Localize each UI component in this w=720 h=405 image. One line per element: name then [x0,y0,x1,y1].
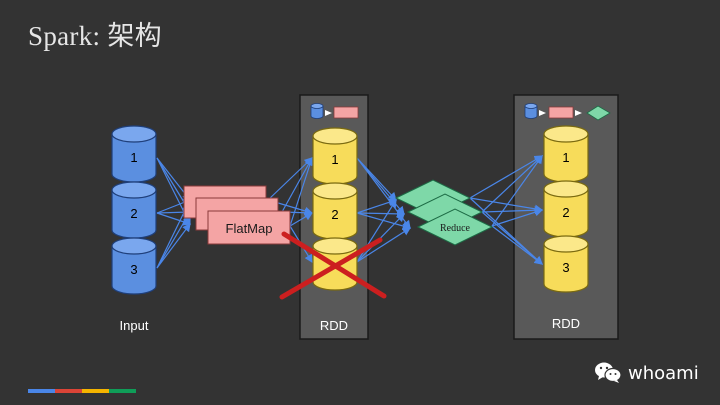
flatmap-label: FlatMap [226,221,273,236]
input-label: Input [120,318,149,333]
rdd2-cylinder-1-label: 1 [562,150,569,165]
rdd1-cylinder-2-label: 2 [331,207,338,222]
slide-title: Spark: 架构 [28,21,162,51]
input-cylinder-2-label: 2 [130,206,137,221]
rdd2-cylinder-3: 3 [543,235,589,293]
rdd2-cylinder-1: 1 [543,125,589,183]
arrows-rdd1-to-reduce [356,157,412,263]
watermark-text: whoami [628,362,699,384]
input-cylinder-3-label: 3 [130,262,137,277]
arrows-reduce-to-rdd2 [469,155,544,265]
brand-color-bar [28,389,136,393]
rdd1-cylinder-2: 2 [312,182,358,240]
rdd1-label: RDD [320,318,348,333]
rdd2-cylinder-3-label: 3 [562,260,569,275]
reduce-stack: Reduce [394,179,494,246]
watermark: whoami [594,361,699,385]
input-cylinder-2: 2 [111,181,157,239]
lost-partition-cross [279,231,387,300]
wechat-icon [595,362,622,383]
rdd2-header-icon [524,103,611,121]
flatmap-stack: FlatMap [183,185,291,245]
reduce-label: Reduce [440,223,471,234]
rdd2-cylinder-2: 2 [543,180,589,238]
input-cylinder-1-label: 1 [130,150,137,165]
rdd1-header-icon [310,103,359,119]
rdd1-cylinder-1-label: 1 [331,152,338,167]
input-cylinder-3: 3 [111,237,157,295]
rdd2-cylinder-2-label: 2 [562,205,569,220]
input-cylinder-1: 1 [111,125,157,183]
rdd1-cylinder-1: 1 [312,127,358,185]
rdd2-label: RDD [552,316,580,331]
